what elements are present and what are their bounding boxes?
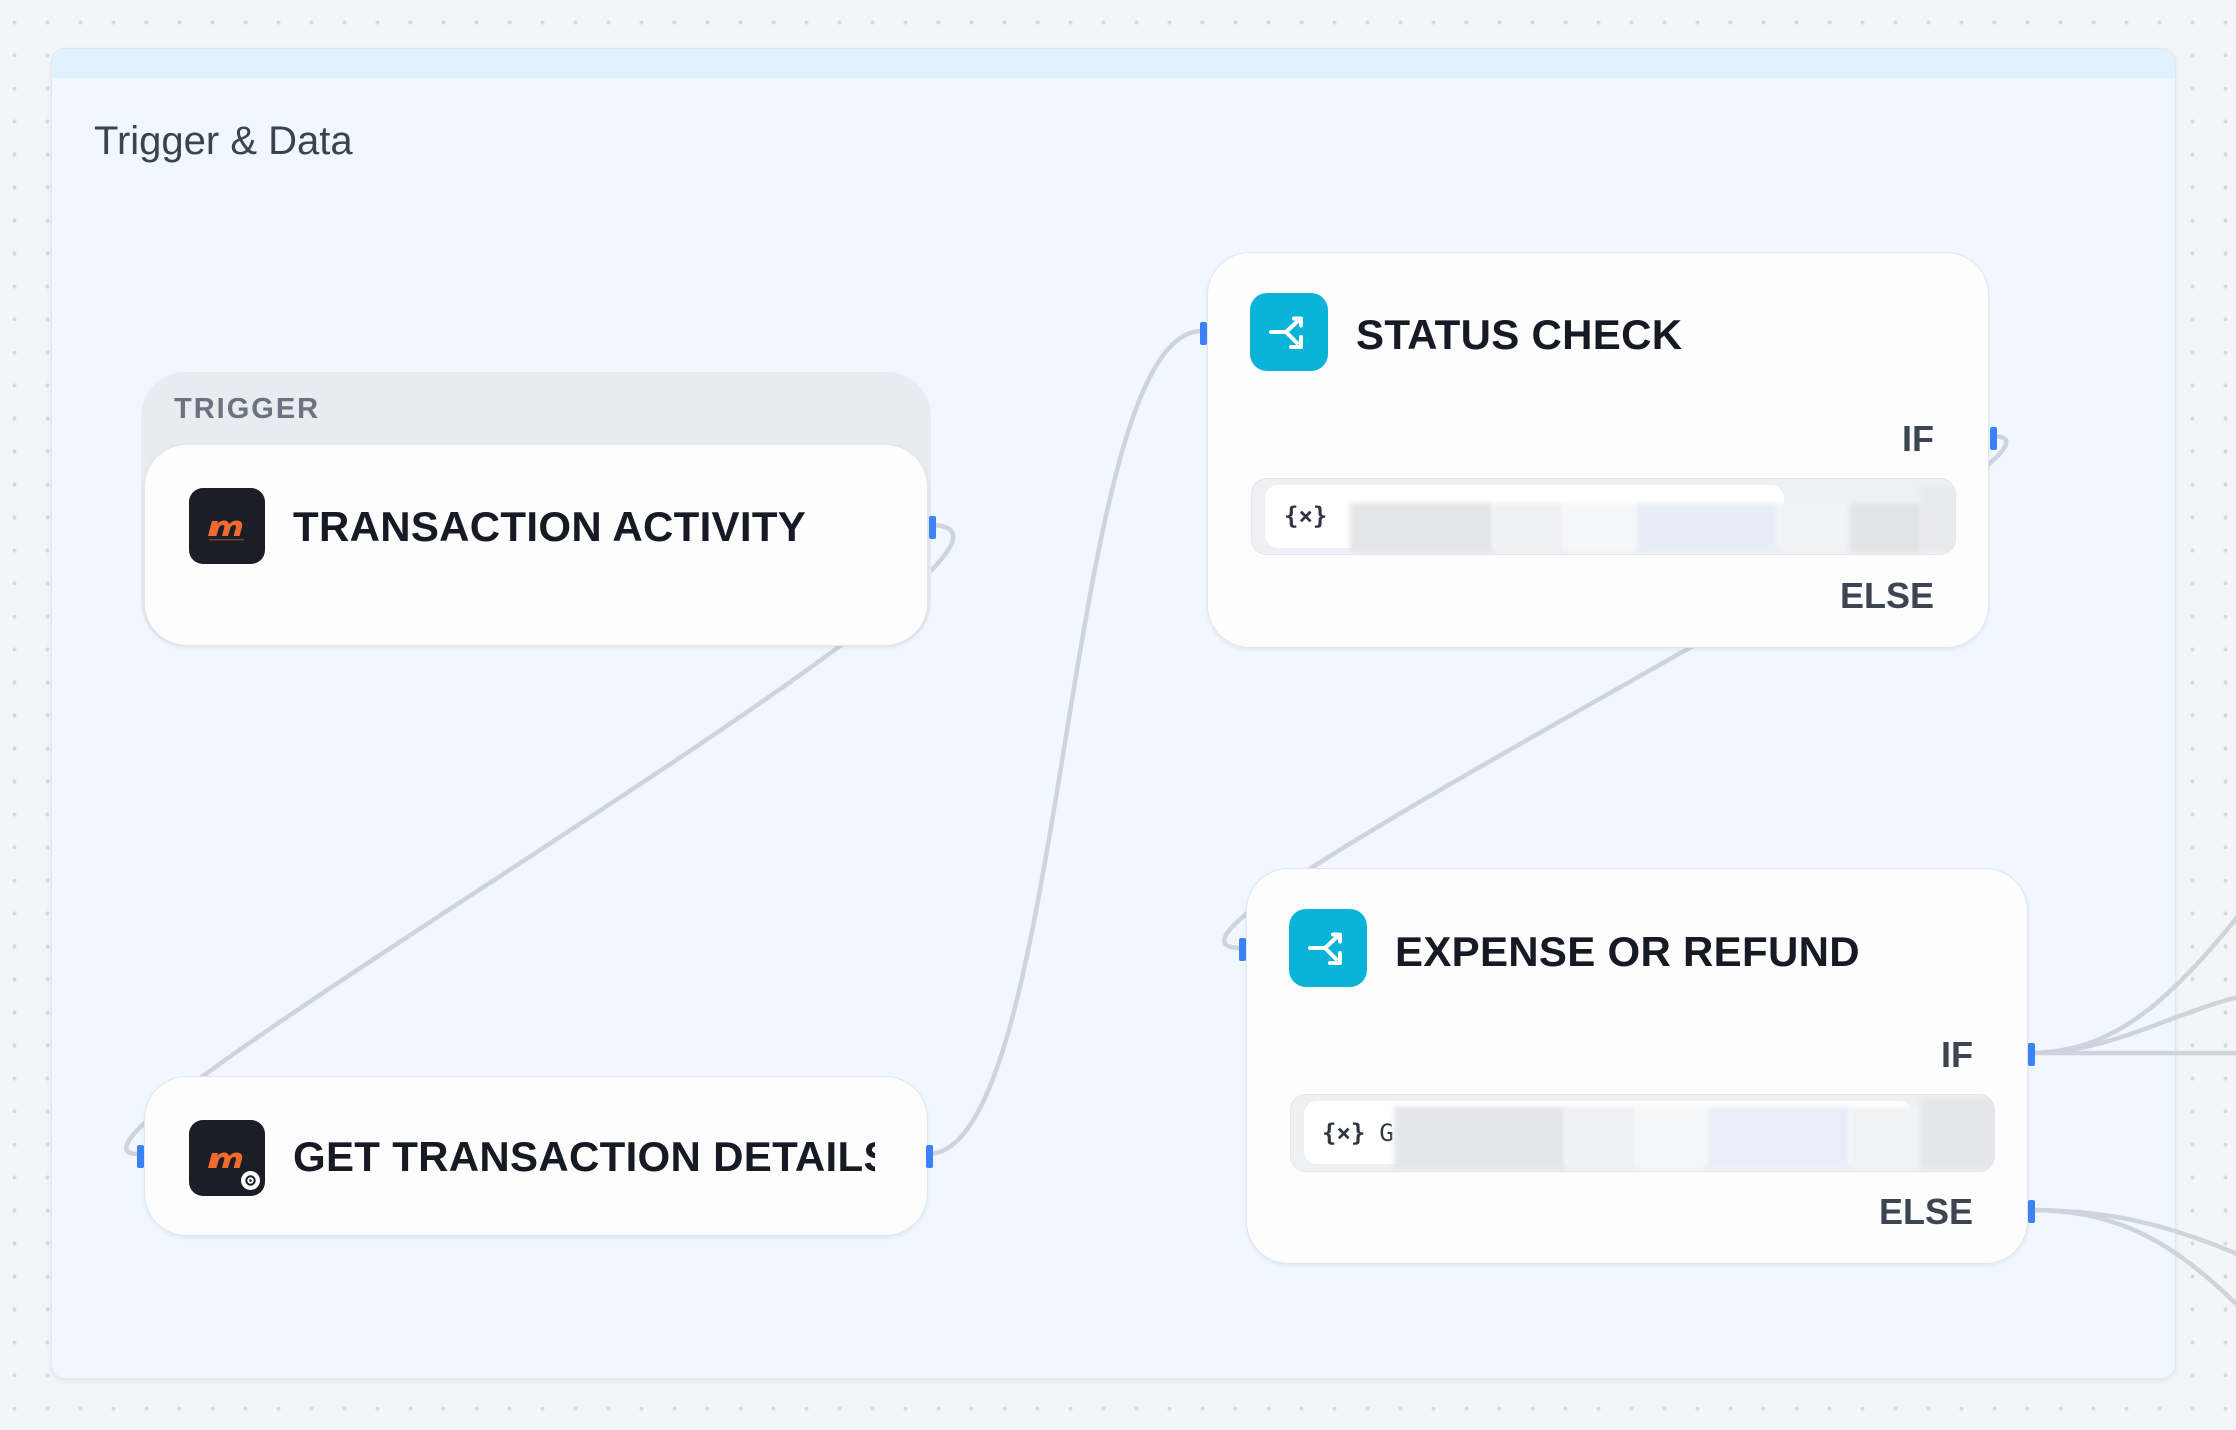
- else-label: ELSE: [1878, 1191, 1973, 1232]
- expense-or-refund-node[interactable]: EXPENSE OR REFUND IF {×} G ELSE: [1239, 868, 2035, 1264]
- variable-icon: {×}: [1322, 1119, 1366, 1147]
- redacted-block: [1921, 1099, 1994, 1169]
- action-output-handle[interactable]: [926, 1145, 933, 1168]
- condition-title: EXPENSE OR REFUND: [1395, 928, 1860, 975]
- status-check-input-handle[interactable]: [1200, 322, 1207, 345]
- if-label: IF: [1902, 418, 1934, 459]
- redacted-block: [1565, 1107, 1636, 1169]
- condition-expression-field[interactable]: {×}: [1251, 478, 1956, 555]
- redacted-block: [1921, 485, 1955, 552]
- expense-input-handle[interactable]: [1239, 938, 1246, 961]
- condition-expression-field[interactable]: {×} G: [1290, 1094, 1995, 1172]
- else-label: ELSE: [1839, 575, 1934, 616]
- condition-title: STATUS CHECK: [1356, 311, 1683, 358]
- variable-icon: {×}: [1284, 502, 1328, 530]
- expense-if-handle[interactable]: [2028, 1043, 2035, 1066]
- group-header[interactable]: [52, 49, 2175, 78]
- expense-else-handle[interactable]: [2028, 1200, 2035, 1223]
- trigger-output-handle[interactable]: [929, 516, 936, 539]
- branch-icon: [1289, 909, 1367, 987]
- action-input-handle[interactable]: [137, 1145, 144, 1168]
- trigger-badge: TRIGGER: [174, 393, 321, 425]
- status-check-if-handle[interactable]: [1990, 427, 1997, 450]
- redacted-block: [1850, 1107, 1921, 1169]
- status-check-node[interactable]: STATUS CHECK IF {×} ELSE: [1200, 252, 1997, 648]
- expression-value: G: [1379, 1119, 1394, 1147]
- redacted-block: [1850, 503, 1921, 552]
- trigger-title: TRANSACTION ACTIVITY: [293, 503, 807, 550]
- expression-text: {×}: [1284, 502, 1341, 530]
- app-logo-icon: [189, 1120, 265, 1196]
- redacted-block: [1636, 503, 1778, 552]
- group-title: Trigger & Data: [94, 119, 353, 163]
- if-label: IF: [1941, 1034, 1973, 1075]
- action-title: GET TRANSACTION DETAILS: [293, 1133, 875, 1180]
- trigger-card[interactable]: TRANSACTION ACTIVITY: [144, 444, 936, 646]
- trigger-node[interactable]: TRIGGER TRANSACTION ACTIVITY: [141, 372, 936, 646]
- redacted-block: [1707, 1107, 1850, 1169]
- gear-icon: [241, 1171, 260, 1190]
- app-logo-icon: [189, 488, 265, 564]
- get-transaction-details-node[interactable]: GET TRANSACTION DETAILS: [137, 1076, 933, 1236]
- redacted-block: [1350, 503, 1493, 552]
- redacted-block: [1564, 503, 1636, 552]
- redacted-block: [1493, 503, 1564, 552]
- branch-icon: [1250, 293, 1328, 371]
- group-trigger-and-data[interactable]: Trigger & Data TRIGGER TRANSACTION ACTIV…: [51, 48, 2176, 1379]
- redacted-block: [1394, 1107, 1565, 1169]
- redacted-block: [1778, 503, 1850, 552]
- expression-text: {×} G: [1322, 1119, 1394, 1147]
- redacted-block: [1636, 1107, 1707, 1169]
